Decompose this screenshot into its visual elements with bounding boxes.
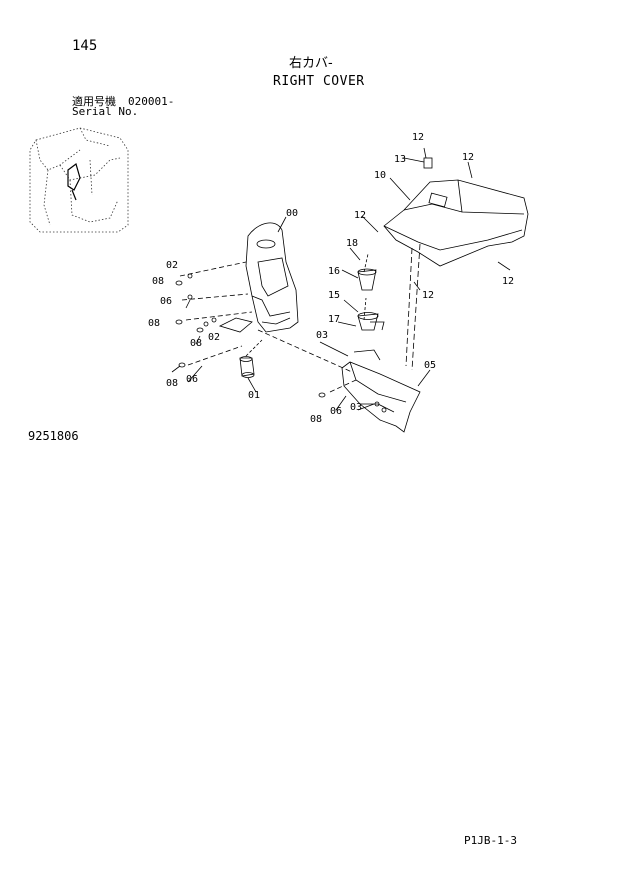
label-03: 03 [316, 330, 328, 341]
serial-label-japanese: 適用号機 [72, 95, 116, 108]
label-08c: 08 [190, 338, 202, 349]
page-code: P1JB-1-3 [464, 834, 517, 847]
label-08d: 08 [166, 378, 178, 389]
label-12e: 12 [422, 290, 434, 301]
thumbnail-highlight [67, 162, 81, 201]
label-03b: 03 [350, 402, 362, 413]
label-08: 08 [152, 276, 164, 287]
label-06: 06 [160, 296, 172, 307]
label-05: 05 [424, 360, 436, 371]
label-12c: 12 [354, 210, 366, 221]
label-08b: 08 [148, 318, 160, 329]
part-cap-15 [357, 312, 385, 331]
label-06c: 06 [330, 406, 342, 417]
drawing-number: 9251806 [28, 429, 79, 443]
label-08e: 08 [310, 414, 322, 425]
title-japanese: 右カバ- [289, 56, 333, 71]
serial-label-english: Serial No. [72, 105, 139, 118]
part-cover-10 [383, 179, 529, 267]
part-cap-16 [357, 268, 377, 291]
leader-lines [171, 147, 511, 411]
label-10: 10 [374, 170, 386, 181]
label-12: 12 [412, 132, 424, 143]
page-number: 145 [72, 38, 98, 54]
machine-thumbnail [29, 127, 129, 233]
label-12d: 12 [502, 276, 514, 287]
label-15: 15 [328, 290, 340, 301]
bracket-parts [175, 157, 433, 413]
serial-value: 020001- [128, 95, 175, 108]
part-grommet-01 [239, 356, 255, 378]
label-18: 18 [346, 238, 358, 249]
part-cover-00 [245, 222, 299, 333]
part-labels: 00 01 02 02 03 03 05 06 06 06 08 08 08 0… [148, 132, 514, 425]
label-16: 16 [328, 266, 340, 277]
label-02: 02 [166, 260, 178, 271]
label-02b: 02 [208, 332, 220, 343]
label-17: 17 [328, 314, 340, 325]
part-cover-05 [341, 349, 421, 433]
label-06b: 06 [186, 374, 198, 385]
label-13: 13 [394, 154, 406, 165]
label-01: 01 [248, 390, 260, 401]
title-english: RIGHT COVER [273, 74, 365, 89]
label-00: 00 [286, 208, 298, 219]
label-12b: 12 [462, 152, 474, 163]
